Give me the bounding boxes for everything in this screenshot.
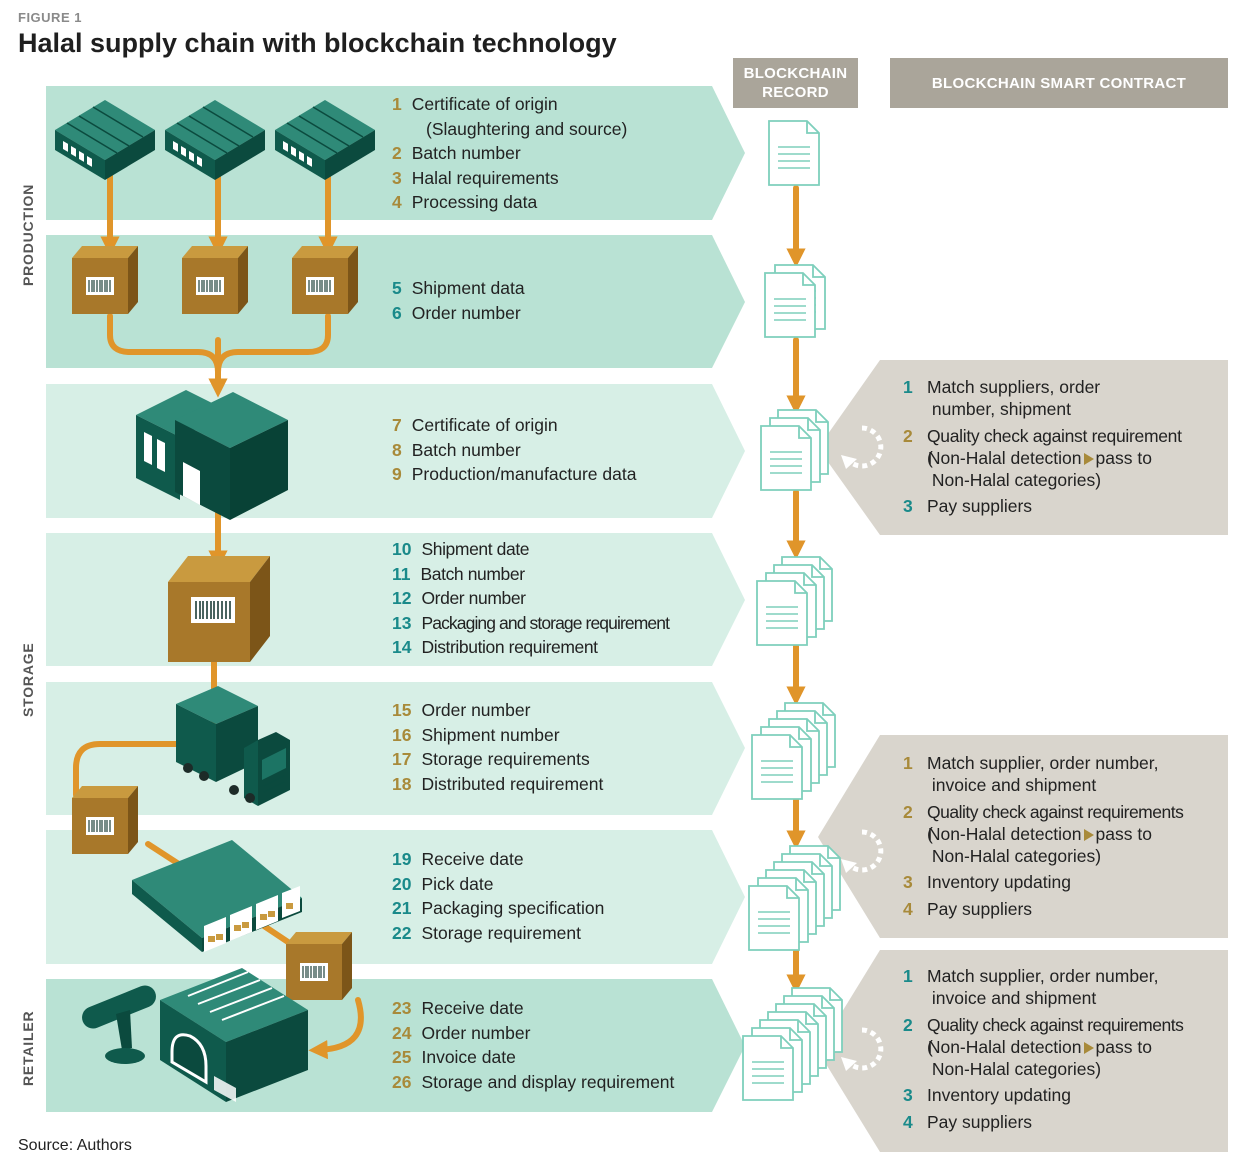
triangle-arrow-icon: [1084, 453, 1094, 465]
figure-title: Halal supply chain with blockchain techn…: [18, 28, 617, 59]
box-icon: [168, 556, 270, 662]
triangle-arrow-icon: [1084, 1042, 1094, 1054]
section-label-storage: STORAGE: [20, 642, 36, 717]
record-doc-stack-4: [757, 557, 832, 645]
box-icon: [182, 246, 248, 314]
section-label-retailer: RETAILER: [20, 1011, 36, 1086]
box-icon: [72, 786, 138, 854]
smart-contract-header: BLOCKCHAIN SMART CONTRACT: [890, 58, 1228, 108]
record-doc-stack-2: [765, 265, 825, 337]
source-note: Source: Authors: [18, 1137, 132, 1155]
step-item-continued: (Slaughtering and source): [392, 117, 627, 142]
figure-label: FIGURE 1: [18, 10, 82, 25]
record-doc-stack-5: [752, 703, 835, 799]
record-doc-stack-6: [749, 846, 840, 950]
record-doc-stack-7: [743, 988, 842, 1100]
box-icon: [286, 932, 352, 1000]
triangle-arrow-icon: [1084, 829, 1094, 841]
record-doc-stack-1: [769, 121, 819, 185]
record-doc-stack-3: [761, 410, 828, 490]
box-icon: [292, 246, 358, 314]
box-icon: [72, 246, 138, 314]
section-label-production: PRODUCTION: [20, 184, 36, 286]
